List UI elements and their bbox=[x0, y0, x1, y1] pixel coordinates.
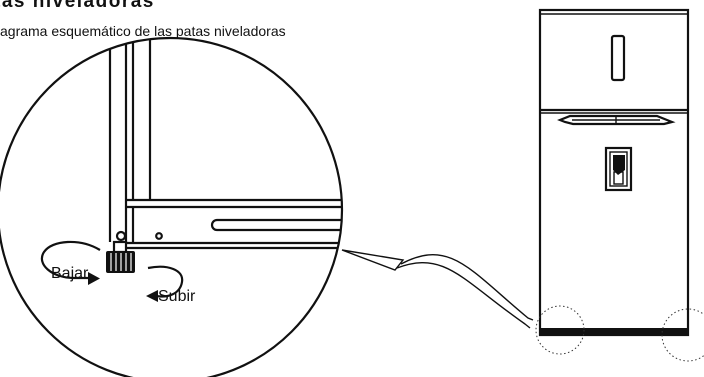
display-panel bbox=[610, 34, 626, 82]
rail-slot bbox=[210, 218, 342, 232]
foot-mount-bolt bbox=[115, 230, 127, 242]
refrigerator-front-view bbox=[535, 8, 704, 362]
diagram-caption: agrama esquemático de las patas nivelado… bbox=[0, 23, 286, 39]
raise-label: Subir bbox=[158, 288, 196, 305]
door-handle bbox=[557, 114, 676, 126]
fridge-base bbox=[540, 328, 688, 336]
screw-hole bbox=[155, 232, 163, 240]
magnifier-circle bbox=[0, 36, 344, 377]
right-foot-marker bbox=[661, 308, 704, 362]
lower-rotation-arrow bbox=[40, 240, 101, 285]
page-title: tas niveladoras bbox=[0, 0, 155, 12]
lower-label: Bajar bbox=[51, 265, 89, 282]
foot-stem bbox=[112, 240, 128, 254]
left-foot-marker bbox=[535, 305, 585, 355]
raise-rotation-arrow bbox=[146, 265, 184, 302]
magnified-foot-detail bbox=[0, 36, 344, 377]
water-dispenser bbox=[604, 146, 633, 192]
callout-pointer bbox=[341, 249, 534, 329]
leveling-foot bbox=[106, 251, 135, 273]
